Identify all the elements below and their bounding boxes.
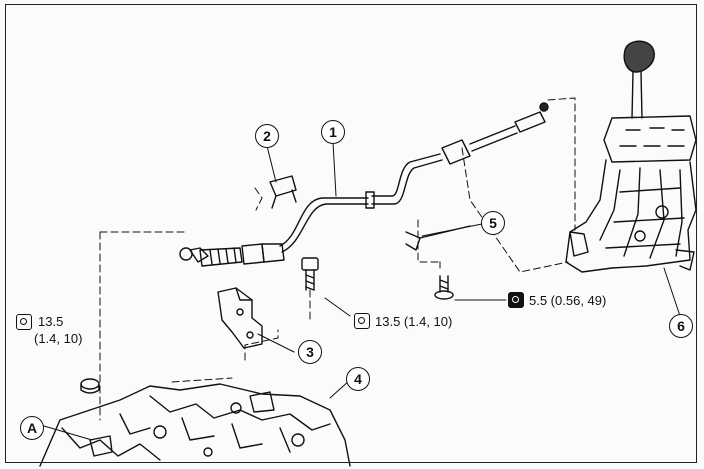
torque-value: 5.5 (0.56, 49) xyxy=(529,292,607,308)
bracket xyxy=(217,287,263,349)
torque-value: 13.5 (1.4, 10) xyxy=(375,313,453,329)
cable-clip xyxy=(405,225,471,251)
control-device-bolt xyxy=(434,275,454,300)
torque-spec-bracket-bolt: 13.5 (1.4, 10) xyxy=(354,313,453,329)
lock-nut xyxy=(80,378,100,394)
callout-A: A xyxy=(20,416,44,440)
bracket-bolt xyxy=(301,257,319,291)
callout-leaders xyxy=(43,141,681,441)
callout-6-at-device: 6 xyxy=(669,314,693,338)
callout-3-bracket: 3 xyxy=(298,340,322,364)
assembly-leader-lines xyxy=(99,97,576,421)
transmission-case xyxy=(39,383,351,467)
at-device xyxy=(565,40,697,273)
callout-5-clip: 5 xyxy=(481,211,505,235)
torque-locking-icon xyxy=(508,292,524,308)
lock-plate xyxy=(269,175,297,209)
torque-value: 13.5 xyxy=(38,314,64,329)
torque-wrench-icon xyxy=(16,314,32,330)
torque-wrench-icon xyxy=(354,313,370,329)
torque-spec-device-bolt: 5.5 (0.56, 49) xyxy=(508,292,607,308)
torque-units: (1.4, 10) xyxy=(34,331,83,346)
torque-spec-lock-nut: 13.5 (1.4, 10) xyxy=(16,314,82,346)
cable-end-adjuster xyxy=(179,243,285,267)
callout-1-control-cable: 1 xyxy=(321,120,345,144)
control-cable xyxy=(279,102,549,253)
callout-4-transmission: 4 xyxy=(346,367,370,391)
callout-2-lock-plate: 2 xyxy=(255,124,279,148)
